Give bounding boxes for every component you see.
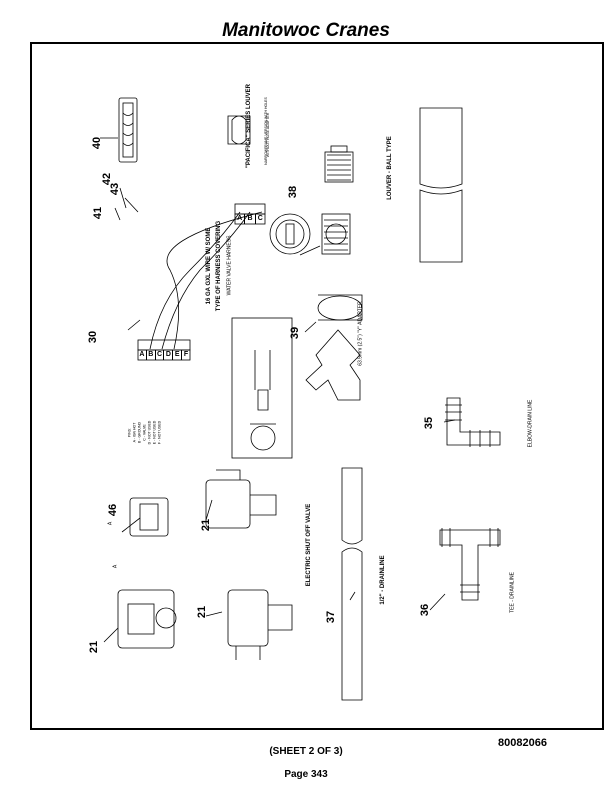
callout-40: 40 [91, 136, 103, 150]
label-shutoff-valve: ELECTRIC SHUT OFF VALVE [306, 503, 312, 587]
elbow-barbs [445, 404, 491, 447]
connector-right-pinstrip [234, 213, 266, 225]
label-louver-ball: LOUVER - BALL TYPE [387, 136, 393, 200]
valve-harness-lines [250, 350, 276, 425]
ball-louver-side-dome [325, 223, 347, 245]
callout-39: 39 [289, 326, 301, 340]
tee-barbs [441, 528, 499, 593]
connector-right-pin-c: C [257, 215, 263, 222]
label-harness-3: WATER VALVE HARNESS [226, 235, 233, 296]
label-louver-sub2: WITHOUT HOSE ADAPTER [266, 112, 270, 158]
valve-21-right-ports [235, 604, 293, 660]
connector-left-pin-a: A [138, 350, 147, 360]
ball-louver-top-body [324, 151, 354, 183]
callout-35: 35 [423, 416, 435, 430]
louver-end-view [227, 115, 251, 145]
page-header-title: Manitowoc Cranes [222, 20, 390, 41]
ball-louver-face-inner [275, 219, 305, 249]
connector-46-housing [129, 497, 169, 537]
leader-lines [100, 137, 456, 643]
ball-louver-top-cap [330, 145, 348, 153]
callout-21-right: 21 [196, 605, 208, 619]
louver-frame-outline [118, 97, 138, 163]
connector-right-pins: A B C [235, 214, 265, 224]
connector-46-face [139, 503, 159, 531]
callout-37: 37 [325, 610, 337, 624]
connector-left-pin-f: F [183, 351, 189, 358]
label-harness-2: TYPE OF HARNESS COVERING [216, 220, 222, 312]
ball-louver-face-slot [285, 223, 295, 245]
label-tee: TEE - DRAINLINE [509, 572, 516, 613]
harness-wire-3 [166, 211, 263, 350]
callout-21-upper: 21 [200, 518, 212, 532]
callout-41: 41 [92, 206, 104, 220]
connector-right-pin-a: A [235, 214, 246, 224]
drawing-frame [30, 42, 604, 730]
harness-wire-1 [149, 211, 241, 350]
elbow-fitting [446, 397, 501, 446]
sheet-indicator: (SHEET 2 OF 3) [269, 746, 343, 757]
label-louver-title: "PACIFICA" SERIES LOUVER [246, 84, 252, 168]
y-adapter-outline [305, 329, 361, 401]
label-harness-1: 16 GA GXL WIRE W/ SOME [206, 227, 212, 305]
connector-right-pin-b: B [245, 214, 256, 224]
callout-21-left: 21 [88, 640, 100, 654]
label-view-a-connector: A [107, 521, 114, 526]
callout-30: 30 [87, 330, 99, 344]
ball-louver-top-ridges [327, 154, 351, 181]
valve-21-left-knob [155, 607, 177, 629]
callout-36: 36 [419, 603, 431, 617]
valve-21-left-body [117, 589, 175, 649]
connector-left-pin-d: D [164, 350, 174, 360]
valve-harness-coil [250, 425, 276, 451]
page-number: Page 343 [284, 769, 328, 780]
valve-21-left-face [127, 603, 155, 635]
connector-left-pin-e: E [173, 350, 183, 360]
connector-left-pin-b: B [147, 350, 156, 360]
y-adapter-sleeve [318, 294, 363, 321]
ball-louver-face-ring [269, 213, 311, 255]
label-adapter: 63.5mm (2.5") "Y" ADAPTER [357, 301, 364, 366]
valve-21-upper-body [205, 479, 251, 529]
louver-vanes [122, 112, 134, 146]
pins-legend-f: F - NOT USED [157, 420, 162, 445]
drainline-tube [341, 467, 363, 701]
label-view-a-valve: A [112, 564, 119, 569]
valve-21-right-body [227, 589, 269, 647]
connector-left-pins: A B C D E F [138, 350, 190, 360]
harness-wire-2 [161, 211, 251, 350]
tee-fitting [439, 529, 501, 601]
y-adapter-end [317, 295, 363, 321]
document-number: 80082066 [498, 737, 547, 749]
callout-43: 43 [109, 182, 121, 196]
label-elbow: ELBOW-DRAIN LINE [527, 399, 534, 448]
louver-frame-inner [122, 102, 134, 158]
callout-46: 46 [107, 503, 119, 517]
louver-duct-sleeve [419, 107, 463, 263]
label-drainline: 1/2" - DRAINLINE [380, 555, 386, 605]
valve-21-upper-ports [216, 469, 277, 516]
ball-louver-side-ridges [324, 219, 348, 251]
valve-harness-box [231, 317, 293, 459]
connector-left-pin-c: C [156, 350, 165, 360]
ball-louver-side-body [321, 213, 351, 255]
callout-38: 38 [287, 185, 299, 199]
